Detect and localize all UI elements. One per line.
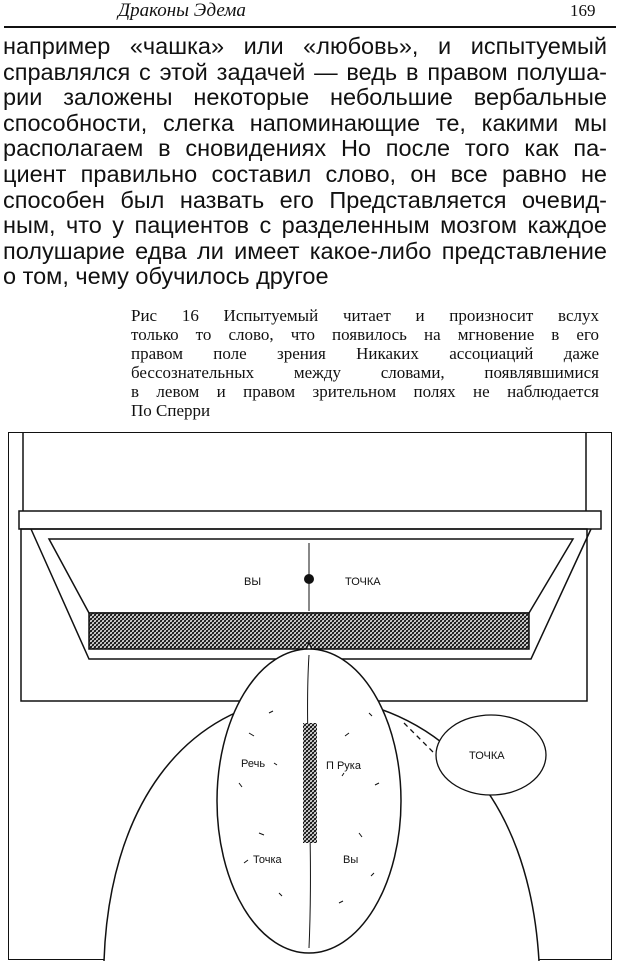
body-line: располагаем в сновидениях Но после того …: [3, 136, 607, 162]
running-header-title: Драконы Эдема: [118, 0, 246, 21]
body-line: способности, слегка напоминающие те, как…: [3, 110, 607, 136]
head-and-shoulders: [103, 641, 540, 962]
body-line: ным, что у пациентов с разделенным мозго…: [3, 213, 607, 239]
body-line: о том, чему обучилось другое: [3, 264, 329, 290]
body-line: рии заложены некоторые небольшие вербаль…: [3, 85, 607, 111]
screen-right-word: ТОЧКА: [345, 576, 381, 588]
split-brain-illustration: ВЫ ТОЧКА Речь П Рука Точка Вы ТОЧКА: [18, 433, 602, 962]
brain-label-speech: Речь: [241, 758, 265, 770]
body-text: например «чашка» или «любовь», и испытуе…: [3, 34, 607, 290]
figure-16: ВЫ ТОЧКА Речь П Рука Точка Вы ТОЧКА: [8, 432, 612, 962]
body-line: способен был назвать его Представляется …: [3, 187, 607, 213]
brain-label-left-lower: Точка: [253, 854, 283, 866]
caption-line: только то слово, что появилось на мгнове…: [131, 325, 599, 344]
body-line: справлялся с этой задачей — ведь в право…: [3, 59, 607, 85]
body-line: циент правильно составил слово, он все р…: [3, 161, 607, 187]
body-line: полушарие едва ли имеет какое-либо предс…: [3, 238, 607, 264]
brain-label-right-hand: П Рука: [326, 760, 362, 772]
header-rule: [4, 26, 616, 28]
speech-bubble: [403, 714, 547, 796]
fixation-dot: [304, 574, 314, 584]
body-line: например «чашка» или «любовь», и испытуе…: [3, 34, 607, 59]
caption-line: правом поле зрения Никаких ассоциаций да…: [131, 344, 599, 363]
figure-caption: Рис 16 Испытуемый читает и произносит вс…: [131, 306, 599, 420]
caption-line: Рис 16 Испытуемый читает и произносит вс…: [131, 306, 599, 325]
brain-texture: [238, 710, 380, 904]
caption-line: По Сперри: [131, 401, 211, 420]
speech-bubble-word: ТОЧКА: [469, 750, 505, 762]
brain-label-right-lower: Вы: [343, 854, 358, 866]
page-number: 169: [570, 1, 596, 20]
caption-line: в левом и правом зрительном полях не наб…: [131, 382, 599, 401]
screen-left-word: ВЫ: [244, 576, 261, 588]
caption-line: бессознательных между словами, появлявши…: [131, 363, 599, 382]
